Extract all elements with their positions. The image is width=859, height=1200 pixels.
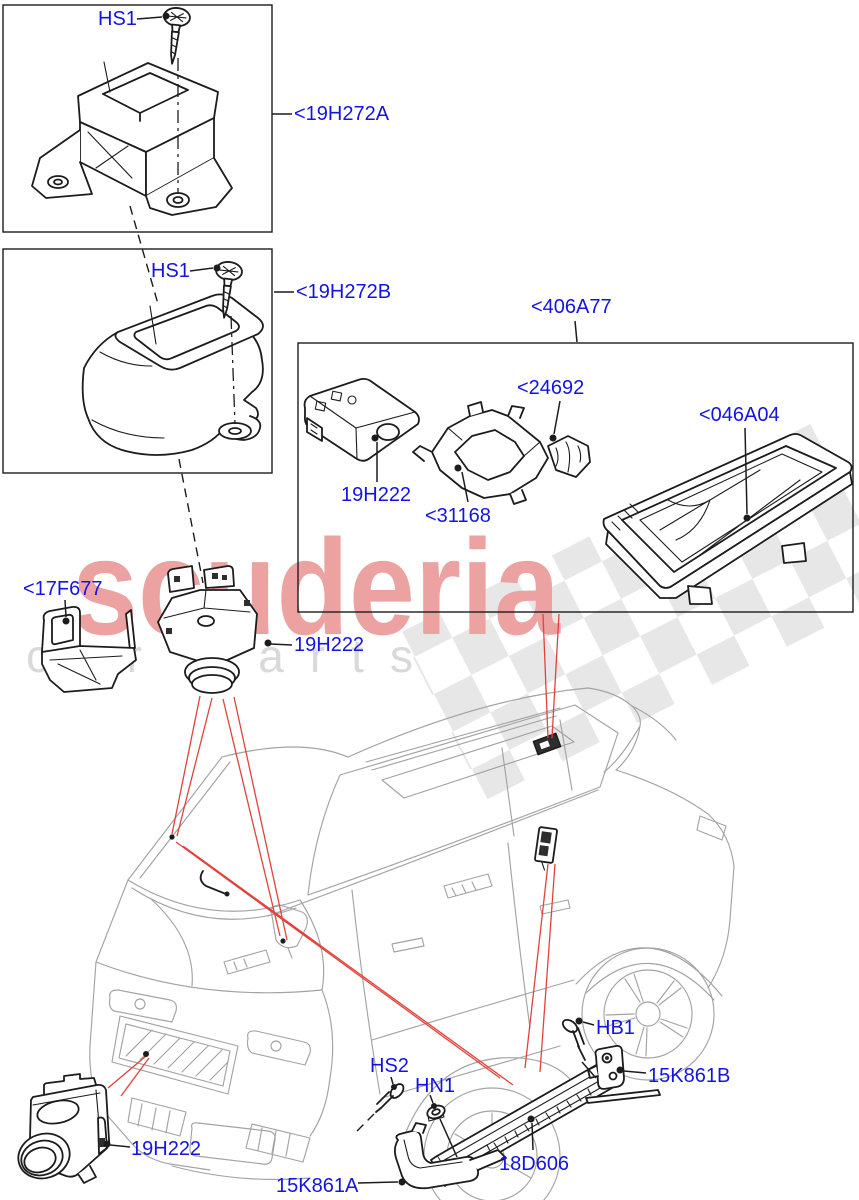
label-hs2[interactable]: HS2	[370, 1055, 409, 1077]
label-hs1-mid[interactable]: HS1	[151, 260, 190, 282]
screw-hs1-mid	[215, 261, 243, 319]
label-19h272b[interactable]: <19H272B	[296, 281, 392, 303]
box-19h272b	[2, 248, 273, 474]
hood-bracket-marker	[199, 870, 230, 897]
label-046a04[interactable]: <046A04	[699, 404, 780, 426]
red-locator-lines	[107, 613, 560, 1097]
bolt-hs2-drawing	[356, 1076, 405, 1132]
bracket-15k861b-drawing	[585, 1044, 661, 1104]
label-31168[interactable]: <31168	[425, 505, 491, 527]
camera-19h222-mid-drawing	[157, 565, 293, 694]
label-19h222-mid[interactable]: 19H222	[294, 634, 365, 656]
label-hn1[interactable]: HN1	[415, 1075, 456, 1097]
label-leader-lines	[136, 16, 578, 343]
display-046a04-drawing	[602, 427, 853, 605]
watermark-brand-text: scuderia	[72, 511, 561, 663]
box-406a77	[297, 342, 854, 613]
label-406a77[interactable]: <406A77	[531, 296, 612, 318]
bolt-hb1-drawing	[561, 1017, 597, 1079]
label-15k861a[interactable]: 15K861A	[276, 1175, 359, 1197]
label-17f677[interactable]: <17F677	[23, 578, 103, 600]
vehicle-drawing	[89, 687, 735, 1200]
screw-hs1-top	[163, 7, 191, 65]
camera-19h222-bottom-drawing	[17, 1073, 131, 1184]
label-19h222-bottom[interactable]: 19H222	[131, 1138, 202, 1160]
label-hs1-top[interactable]: HS1	[98, 8, 137, 30]
label-19h272a[interactable]: <19H272A	[294, 103, 390, 125]
box-19h272a	[2, 4, 273, 233]
label-18d606[interactable]: 18D606	[499, 1153, 570, 1175]
label-24692[interactable]: <24692	[517, 377, 585, 399]
roof-camera-mount-marker	[532, 732, 562, 756]
bracket-19h272a-drawing	[31, 58, 233, 305]
callout-boxes	[2, 4, 854, 613]
label-19h222-box[interactable]: 19H222	[341, 484, 412, 506]
camera-19h222-box-drawing	[303, 377, 420, 482]
bracket-31168-drawing	[412, 401, 549, 505]
bracket-17f677-drawing	[41, 599, 137, 693]
label-15k861b[interactable]: 15K861B	[648, 1065, 731, 1087]
label-hb1[interactable]: HB1	[596, 1017, 635, 1039]
clip-24692-drawing	[547, 400, 591, 478]
bpillar-module-marker	[534, 826, 558, 871]
bracket-15k861a-drawing	[357, 1122, 507, 1190]
nut-hn1-drawing	[426, 1094, 458, 1158]
